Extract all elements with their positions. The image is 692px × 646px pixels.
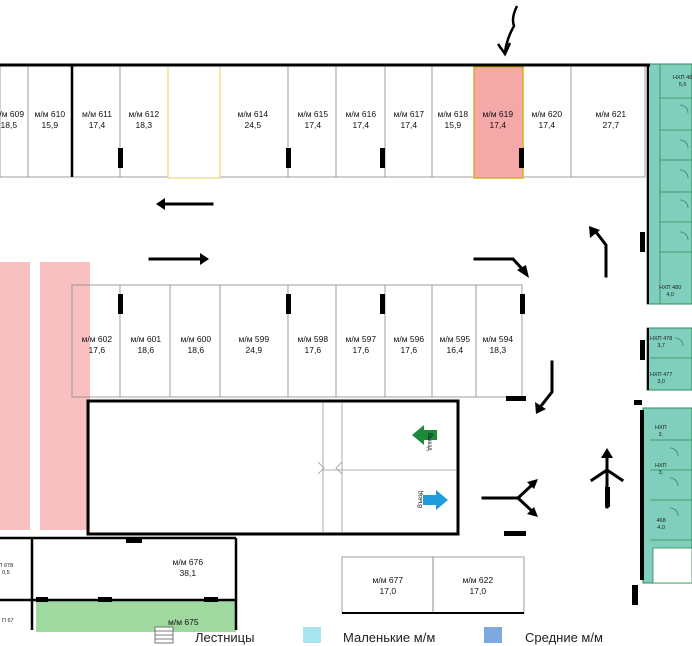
top-row-columns xyxy=(118,148,524,168)
stairs-legend-icon xyxy=(154,626,174,644)
exit-label: Выезд xyxy=(426,433,432,451)
bottom-columns xyxy=(36,400,644,605)
pink-zone-left xyxy=(0,262,90,530)
legend-small-label: Маленькие м/м xyxy=(343,630,436,645)
highlighted-space-619[interactable] xyxy=(473,66,524,179)
ramp-lines xyxy=(317,403,456,532)
mid-row-outline xyxy=(71,284,523,398)
storage-unit-8[interactable]: П 67 xyxy=(2,618,14,624)
pointer-arrow xyxy=(496,5,519,57)
legend-small-swatch xyxy=(303,627,321,643)
ramp-enclosure xyxy=(86,399,460,536)
entry-arrow-icon xyxy=(423,490,448,510)
storage-cell-white xyxy=(652,547,692,584)
mid-row-columns xyxy=(118,294,526,401)
legend-stairs-label: Лестницы xyxy=(195,630,255,645)
storage-column-top xyxy=(646,63,692,305)
right-columns xyxy=(640,232,645,360)
storage-partitions xyxy=(650,64,692,557)
space-675-label[interactable]: м/м 675 xyxy=(168,617,199,627)
exit-arrow-icon xyxy=(412,425,437,445)
entry-label: Въезд xyxy=(418,490,424,508)
green-zone-bottom xyxy=(36,600,236,632)
legend-medium-swatch xyxy=(484,627,502,643)
traffic-arrows xyxy=(148,198,625,517)
space-613-blank xyxy=(167,64,221,179)
pink-zone-gap xyxy=(30,262,40,532)
legend-medium-label: Средние м/м xyxy=(525,630,603,645)
